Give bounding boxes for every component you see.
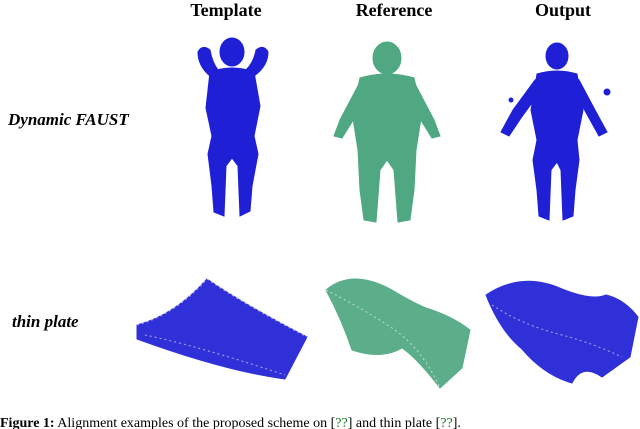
body-template-figure [197, 37, 269, 217]
human-body-point-cloud [197, 37, 269, 217]
plate-output-figure [485, 280, 639, 384]
figure-caption: Figure 1: Alignment examples of the prop… [0, 416, 640, 429]
column-title-output: Output [534, 0, 592, 20]
plate-template-figure [136, 278, 308, 380]
caption-text-end: ]. [452, 416, 461, 429]
thin-plate-point-cloud [485, 280, 639, 384]
caption-text-mid: ] and thin plate [ [347, 416, 441, 429]
row-label-thin-plate: thin plate [12, 312, 79, 331]
column-title-reference: Reference [355, 0, 433, 20]
body-output-figure [500, 42, 611, 221]
row-label-dynamic-faust: Dynamic FAUST [8, 110, 129, 129]
thin-plate-point-cloud [325, 278, 471, 389]
caption-citation-1[interactable]: ?? [335, 416, 348, 429]
plate-reference-figure [325, 278, 471, 389]
human-body-point-cloud [333, 41, 441, 223]
column-title-template: Template [190, 0, 262, 20]
caption-citation-2[interactable]: ?? [440, 416, 453, 429]
caption-text: Alignment examples of the proposed schem… [54, 416, 336, 429]
body-reference-figure [333, 41, 441, 223]
caption-label: Figure 1: [0, 416, 55, 429]
thin-plate-point-cloud [136, 278, 308, 380]
human-body-point-cloud [500, 42, 611, 221]
